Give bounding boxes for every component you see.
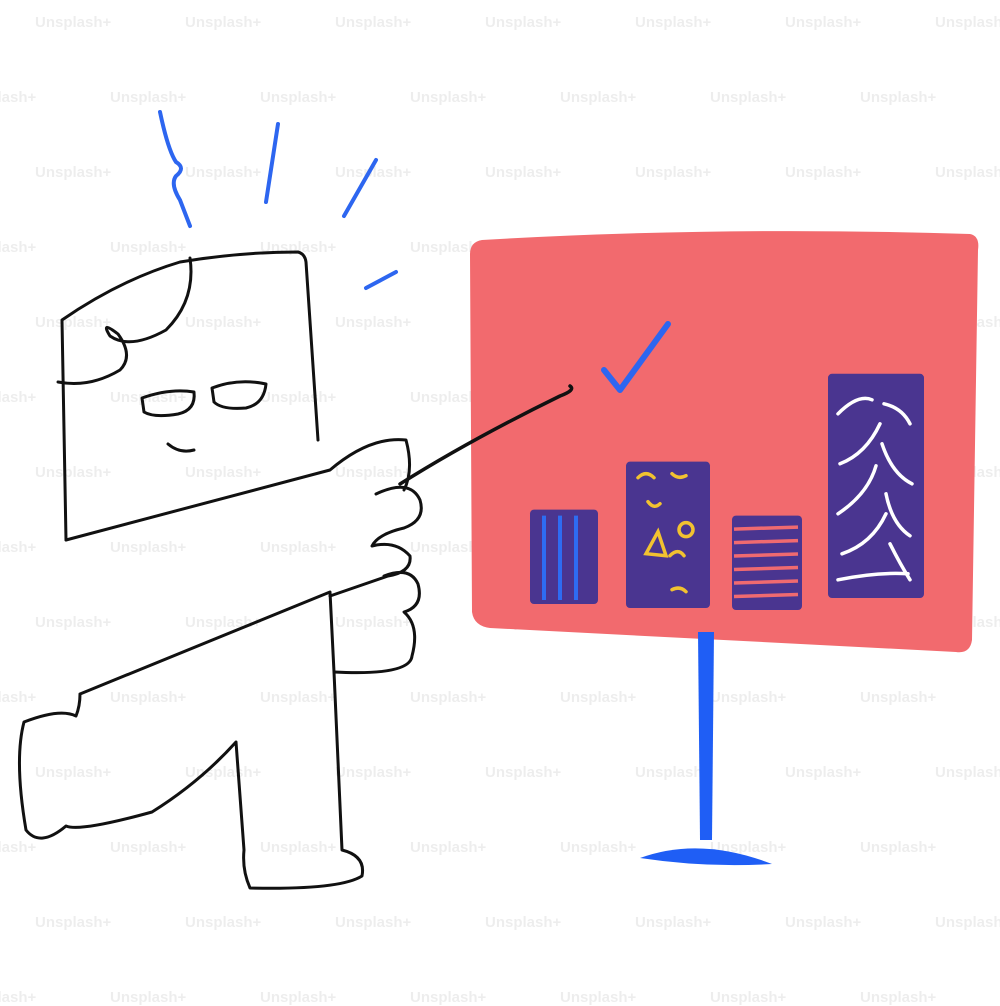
bar-pattern-shape xyxy=(636,471,656,480)
character-left-eye xyxy=(140,389,196,418)
bar-chart xyxy=(530,373,924,610)
bar-pattern-shape xyxy=(668,549,686,558)
chart-bar xyxy=(828,373,924,598)
character-mouth xyxy=(166,442,196,453)
character-hair-curl xyxy=(56,256,193,385)
pointer-stick-icon xyxy=(398,384,574,486)
chart-bar xyxy=(530,509,598,604)
character xyxy=(17,250,423,890)
motion-line xyxy=(158,110,192,228)
bar-pattern-line xyxy=(888,542,912,582)
character-hand xyxy=(328,485,423,598)
bar-pattern-line xyxy=(880,442,914,486)
character-arm xyxy=(64,438,411,542)
board-stand-pole xyxy=(698,632,714,840)
chart-bar-fill xyxy=(828,373,924,598)
motion-line xyxy=(264,122,280,204)
bar-stripe xyxy=(733,592,799,599)
character-right-eye xyxy=(210,380,268,410)
motion-line xyxy=(342,158,378,218)
chart-bar xyxy=(626,461,710,608)
character-hand-lower xyxy=(332,570,421,675)
character-head xyxy=(60,250,320,542)
motion-line xyxy=(364,270,398,290)
bar-pattern-line xyxy=(836,396,874,416)
bar-pattern-line xyxy=(838,422,882,466)
board-stand-foot xyxy=(640,848,772,866)
bar-pattern-line xyxy=(840,512,888,556)
chart-bar-fill xyxy=(530,509,598,604)
chart-bar xyxy=(732,515,802,610)
motion-lines xyxy=(158,110,398,290)
bar-pattern-line xyxy=(884,492,912,538)
presentation-board xyxy=(470,231,979,866)
chart-bar-fill xyxy=(732,515,802,610)
bar-pattern-line xyxy=(836,464,878,516)
bar-pattern-line xyxy=(836,571,910,582)
character-body xyxy=(17,590,365,890)
bar-stripe xyxy=(733,579,799,585)
bar-pattern-shape xyxy=(670,586,688,594)
bar-stripe xyxy=(733,552,799,558)
bar-stripe xyxy=(733,525,799,531)
bar-pattern-shape xyxy=(643,527,669,558)
bar-stripe xyxy=(733,565,799,572)
bar-pattern-line xyxy=(882,402,912,426)
bar-pattern-shape xyxy=(670,471,688,480)
bar-pattern-shape xyxy=(677,520,695,539)
bar-stripe xyxy=(733,538,799,545)
bar-pattern-shape xyxy=(646,499,662,508)
chart-bar-fill xyxy=(626,461,710,608)
checkmark-icon xyxy=(601,321,671,393)
